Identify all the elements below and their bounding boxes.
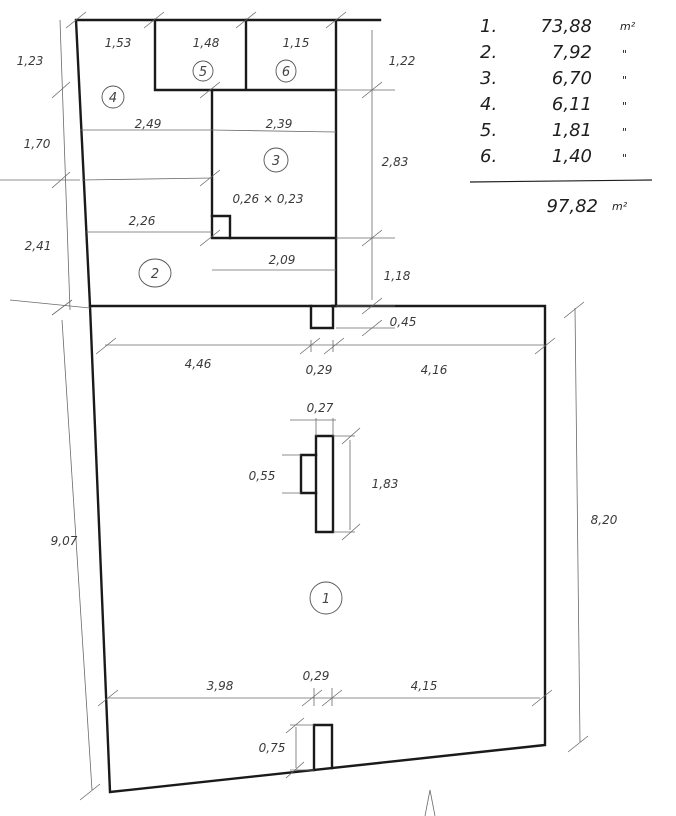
tick-marks — [51, 11, 589, 801]
legend-unit: " — [622, 48, 627, 61]
legend-value: 7,92 — [552, 42, 592, 63]
room-5-6-box — [153, 18, 338, 92]
room-4-number: 4 — [109, 91, 117, 106]
room-1-number: 1 — [322, 592, 330, 607]
dim-lower-door-width: 0,29 — [303, 669, 330, 683]
column-step — [299, 453, 318, 495]
room-2-number: 2 — [151, 267, 159, 282]
legend-sum-line — [469, 179, 653, 183]
legend-index: 4. — [480, 94, 497, 115]
dim-upper-door-width: 0,29 — [306, 363, 333, 377]
legend-index: 3. — [480, 68, 497, 89]
dim-upper-left-width: 4,46 — [185, 357, 212, 371]
legend-index: 2. — [480, 42, 497, 63]
dim-upper-right-width: 4,16 — [421, 363, 448, 377]
room-1-circle — [309, 581, 343, 615]
legend-index: 5. — [480, 120, 497, 141]
dim-top-width-r4: 1,53 — [105, 36, 132, 50]
dim-lower-left-width: 3,98 — [207, 679, 234, 693]
area-legend: 1. 73,88 m² 2. 7,92 " 3. 6,70 " 4. 6,11 … — [469, 16, 653, 217]
niche — [210, 214, 232, 240]
legend-value: 73,88 — [540, 16, 592, 37]
room-6-number: 6 — [282, 65, 290, 80]
main-room-outline — [88, 304, 547, 794]
dim-top-width-r6: 1,15 — [283, 36, 310, 50]
dim-left-height-r2: 2,41 — [25, 239, 52, 253]
room-6-circle — [275, 59, 297, 83]
upper-block-outline — [74, 18, 382, 308]
dimension-lines — [0, 19, 581, 816]
legend-value: 6,70 — [552, 68, 592, 89]
dim-width-r2: 2,26 — [129, 214, 156, 228]
room-3-wall — [210, 88, 338, 240]
legend-value: 1,40 — [552, 146, 592, 167]
dim-width-r3: 2,39 — [266, 117, 293, 131]
legend-unit: m² — [620, 20, 636, 33]
legend-unit: " — [622, 126, 627, 139]
dim-lower-door-height: 0,75 — [259, 741, 286, 755]
lower-doorway — [312, 723, 334, 772]
room-labels: 4 5 6 3 2 1 — [101, 59, 343, 615]
dim-left-height-r1: 9,07 — [51, 534, 78, 548]
dim-column-width: 0,27 — [307, 401, 334, 415]
dim-right-height-lower: 1,18 — [384, 269, 411, 283]
dim-doorway-height: 0,45 — [390, 315, 417, 329]
dim-right-height-r1: 8,20 — [591, 513, 618, 527]
dim-right-height-top: 1,22 — [389, 54, 416, 68]
dim-lower-right-width: 4,15 — [411, 679, 438, 693]
room-2-circle — [138, 258, 172, 288]
room-3-number: 3 — [272, 154, 280, 169]
legend-index: 6. — [480, 146, 497, 167]
dim-column-step: 0,55 — [249, 469, 276, 483]
legend-total-unit: m² — [612, 200, 628, 213]
dim-right-height-r3: 2,83 — [382, 155, 409, 169]
room-4-circle — [101, 85, 125, 109]
dim-width-bottom-r3: 2,09 — [269, 253, 296, 267]
legend-unit: " — [622, 74, 627, 87]
dimension-labels: 1,53 1,48 1,15 1,23 1,22 1,70 2,49 2,39 … — [17, 36, 618, 755]
dim-left-height-mid: 1,70 — [24, 137, 51, 151]
dim-width-r4: 2,49 — [135, 117, 162, 131]
room-5-circle — [192, 60, 214, 82]
dim-left-height-top: 1,23 — [17, 54, 44, 68]
dim-top-width-r5: 1,48 — [193, 36, 220, 50]
room-5-number: 5 — [199, 65, 207, 80]
legend-index: 1. — [480, 16, 497, 37]
legend-unit: " — [622, 100, 627, 113]
dim-column-height: 1,83 — [372, 477, 399, 491]
dim-niche: 0,26 × 0,23 — [232, 192, 303, 206]
legend-value: 6,11 — [552, 94, 592, 115]
legend-total-value: 97,82 — [546, 196, 598, 217]
legend-unit: " — [622, 152, 627, 165]
column — [314, 434, 335, 534]
legend-value: 1,81 — [552, 120, 592, 141]
room-3-circle — [263, 147, 289, 173]
upper-doorway — [309, 304, 335, 330]
